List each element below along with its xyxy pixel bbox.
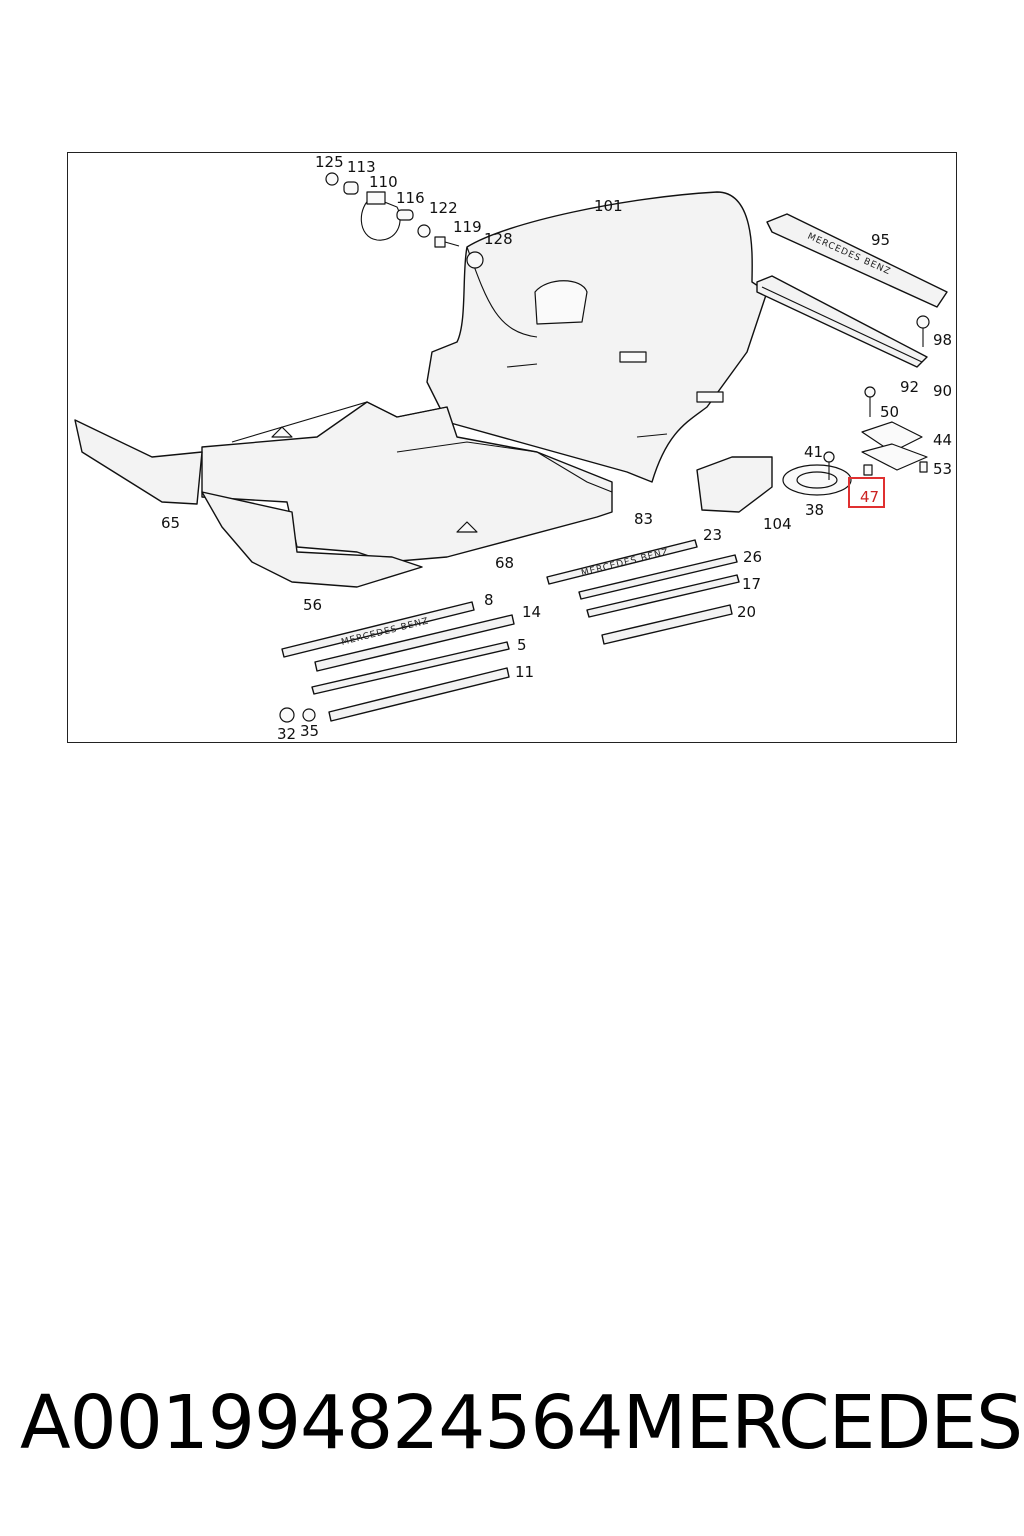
sill-strip-17 <box>578 554 738 600</box>
sill-plate-8 <box>281 601 475 658</box>
screw-50 <box>864 386 876 417</box>
callout-110: 110 <box>369 173 398 191</box>
highlight-box <box>848 477 885 508</box>
callout-41: 41 <box>804 443 823 461</box>
carpet-tab <box>456 521 478 533</box>
brand-name: MERCEDES <box>622 1380 1023 1466</box>
clip-47 <box>863 464 873 476</box>
callout-26: 26 <box>743 548 762 566</box>
callout-68: 68 <box>495 554 514 572</box>
callout-14: 14 <box>522 603 541 621</box>
callout-122: 122 <box>429 199 458 217</box>
callout-128: 128 <box>484 230 513 248</box>
parts-diagram: MERCEDES BENZ MERCEDES BENZ MERCEDES BEN… <box>74 153 952 743</box>
clip-53 <box>919 461 928 473</box>
washer-125 <box>325 172 339 186</box>
sill-strip-17b <box>586 574 740 618</box>
sill-strip-14 <box>314 614 515 672</box>
cap-128 <box>466 251 484 269</box>
trim-strip-upper <box>766 213 948 308</box>
callout-119: 119 <box>453 218 482 236</box>
callout-44: 44 <box>933 431 952 449</box>
callout-65: 65 <box>161 514 180 532</box>
callout-50: 50 <box>880 403 899 421</box>
spacer-116 <box>396 209 414 221</box>
footer: A001994824564 MERCEDES <box>20 1378 1023 1468</box>
sill-strip-20 <box>601 604 733 645</box>
rear-panel-recess <box>534 280 588 325</box>
floor-slot <box>619 351 647 363</box>
cover-strip <box>696 456 773 513</box>
callout-95: 95 <box>871 231 890 249</box>
screw-41 <box>823 451 835 480</box>
callout-47[interactable]: 47 <box>860 488 879 506</box>
callout-53: 53 <box>933 460 952 478</box>
gasket <box>861 443 928 471</box>
callout-5: 5 <box>517 636 527 654</box>
sill-plate-26 <box>546 539 698 585</box>
nut-32 <box>279 707 295 723</box>
washer-122 <box>417 224 431 238</box>
bushing-113 <box>343 181 359 195</box>
callout-90: 90 <box>933 382 952 400</box>
cover-plate <box>861 421 923 453</box>
tie-down-bracket <box>366 191 386 205</box>
callout-35: 35 <box>300 722 319 740</box>
callout-32: 32 <box>277 725 296 743</box>
callout-56: 56 <box>303 596 322 614</box>
carpet-tab <box>271 426 293 438</box>
side-carpet <box>74 419 203 505</box>
washer-35 <box>302 708 316 722</box>
callout-8: 8 <box>484 591 494 609</box>
callout-116: 116 <box>396 189 425 207</box>
sill-strip-5 <box>311 641 510 695</box>
callout-113: 113 <box>347 158 376 176</box>
callout-11: 11 <box>515 663 534 681</box>
callout-92: 92 <box>900 378 919 396</box>
callout-17: 17 <box>742 575 761 593</box>
sill-strip-11 <box>328 667 510 722</box>
callout-98: 98 <box>933 331 952 349</box>
footwell-carpet <box>201 491 423 588</box>
callout-38: 38 <box>805 501 824 519</box>
callout-20: 20 <box>737 603 756 621</box>
callout-104: 104 <box>763 515 792 533</box>
part-number: A001994824564 <box>20 1380 624 1466</box>
callout-83: 83 <box>634 510 653 528</box>
callout-23: 23 <box>703 526 722 544</box>
callout-101: 101 <box>594 197 623 215</box>
floor-slot <box>696 391 724 403</box>
callout-125: 125 <box>315 153 344 171</box>
screw-98 <box>916 315 930 347</box>
bolt-119 <box>434 236 460 248</box>
diagram-frame <box>67 152 957 743</box>
rear-floor-panel <box>426 191 768 483</box>
